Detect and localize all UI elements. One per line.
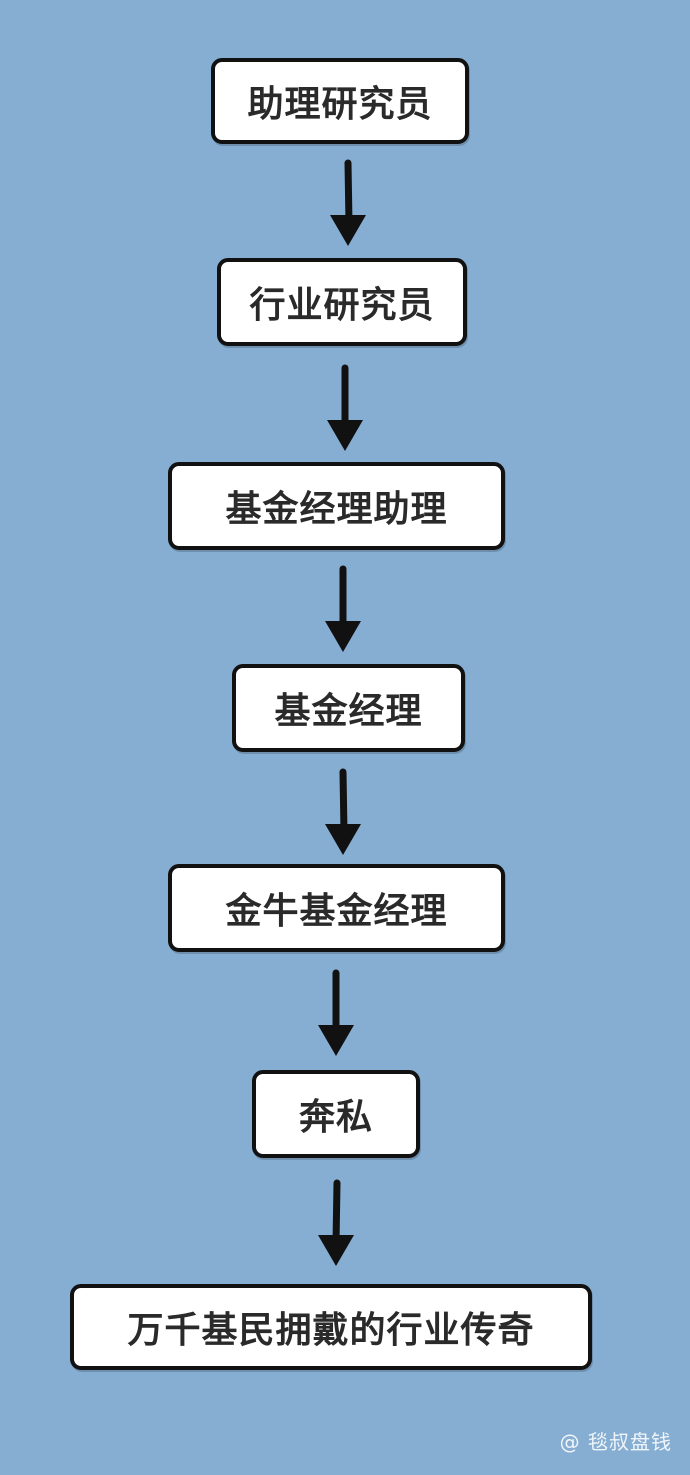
step-box-industry-legend: 万千基民拥戴的行业传奇 [70, 1284, 592, 1370]
down-arrow-icon [325, 768, 361, 855]
down-arrow-icon [318, 1179, 354, 1266]
watermark: @ 毯叔盘钱 [559, 1430, 672, 1454]
step-label-industry-legend: 万千基民拥戴的行业传奇 [127, 1310, 535, 1351]
step-box-research-assistant: 助理研究员 [211, 58, 469, 144]
down-arrow-icon [330, 159, 366, 246]
step-label-industry-researcher: 行业研究员 [249, 285, 435, 326]
down-arrow-icon [327, 364, 363, 451]
step-label-golden-bull-fund-manager: 金牛基金经理 [225, 891, 448, 932]
step-label-go-private: 奔私 [298, 1097, 373, 1138]
step-label-fund-manager: 基金经理 [274, 691, 423, 732]
step-box-fund-manager-assistant: 基金经理助理 [168, 462, 505, 550]
step-label-research-assistant: 助理研究员 [247, 84, 433, 125]
down-arrow-icon [325, 565, 361, 652]
down-arrow-icon [318, 969, 354, 1056]
step-label-fund-manager-assistant: 基金经理助理 [225, 489, 448, 530]
step-box-go-private: 奔私 [252, 1070, 420, 1158]
step-box-golden-bull-fund-manager: 金牛基金经理 [168, 864, 505, 952]
step-box-fund-manager: 基金经理 [232, 664, 465, 752]
step-box-industry-researcher: 行业研究员 [217, 258, 467, 346]
